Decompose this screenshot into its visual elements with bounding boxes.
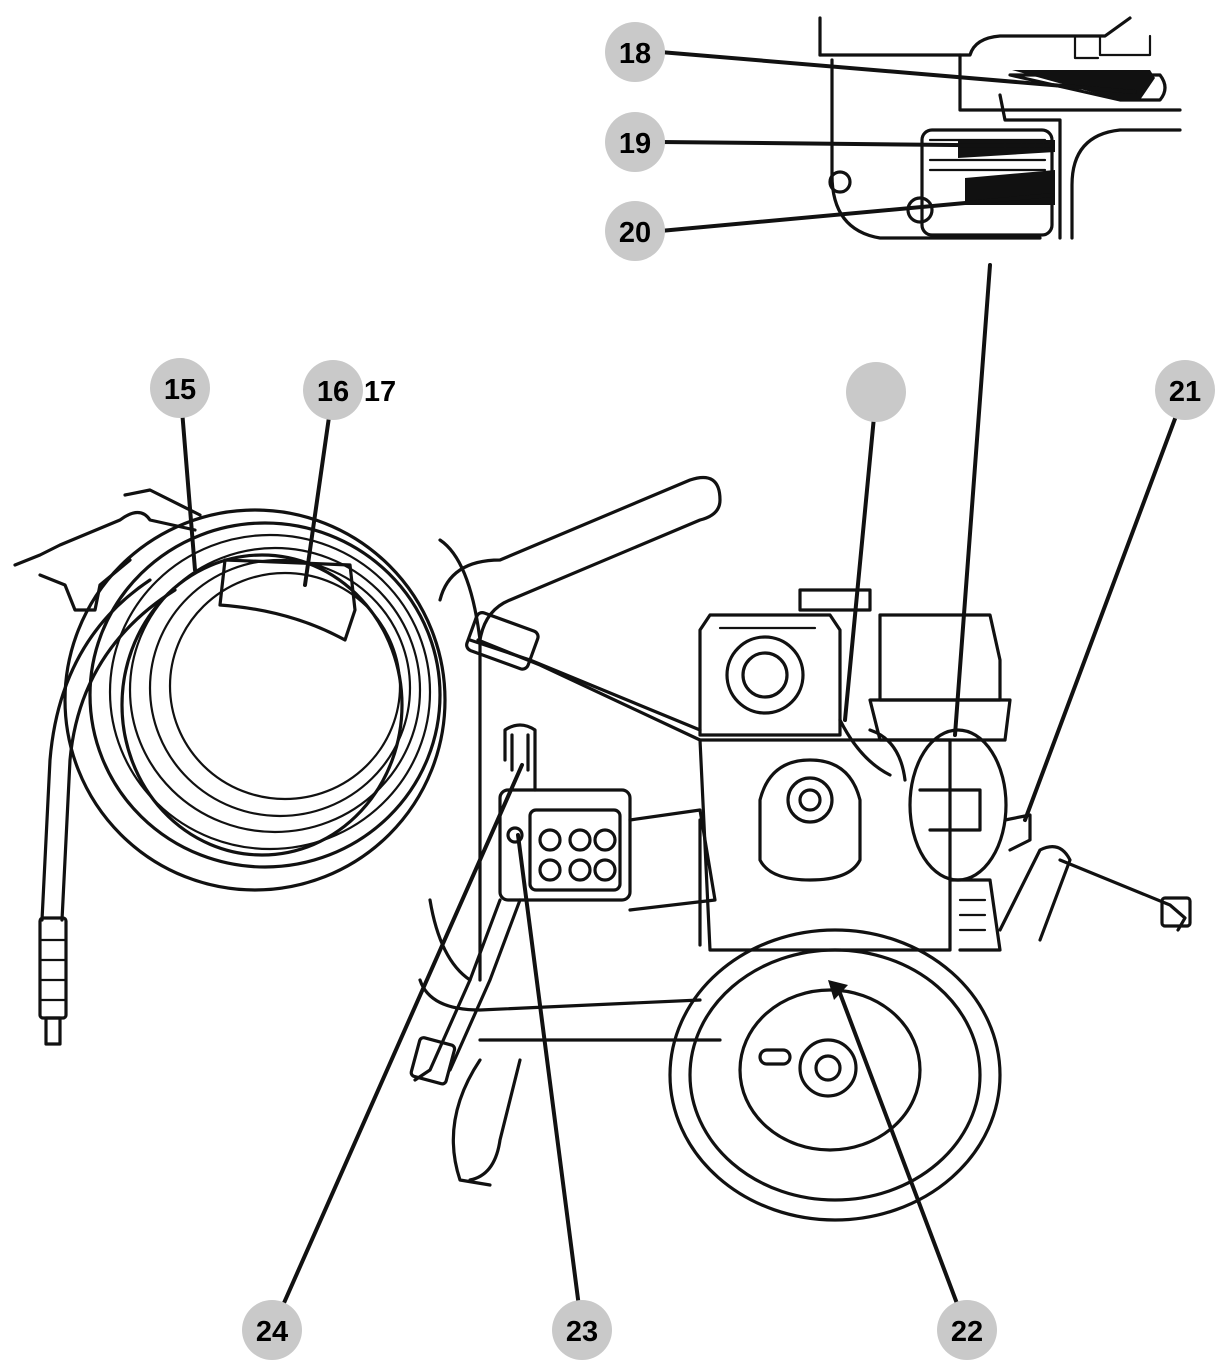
callout-24: 24	[242, 1300, 302, 1360]
callout-24-label: 24	[256, 1316, 288, 1348]
callout-blank	[846, 362, 906, 422]
callout-17: 17	[364, 376, 396, 408]
frame	[409, 475, 1192, 1187]
callout-20: 20	[605, 201, 665, 261]
inset-detail-view	[818, 16, 1182, 240]
callout-18: 18	[605, 22, 665, 82]
callout-17-label: 17	[364, 376, 396, 408]
callout-23-label: 23	[566, 1316, 598, 1348]
callout-20-label: 20	[619, 217, 651, 249]
callouts: 18 19 20 15 16 17 21 2	[150, 22, 1215, 1360]
callout-23: 23	[552, 1300, 612, 1360]
callout-18-label: 18	[619, 38, 651, 70]
callout-15: 15	[150, 358, 210, 418]
wheel	[668, 928, 1002, 1222]
callout-19: 19	[605, 112, 665, 172]
callout-21-label: 21	[1169, 376, 1201, 408]
callout-16: 16	[303, 360, 363, 420]
callout-16-label: 16	[317, 376, 349, 408]
hose-reel	[13, 488, 482, 1046]
callout-22-label: 22	[951, 1316, 983, 1348]
callout-19-label: 19	[619, 128, 651, 160]
pump	[498, 723, 717, 947]
callout-15-label: 15	[164, 374, 196, 406]
leader-lines	[180, 50, 1187, 1332]
callout-22: 22	[937, 1300, 997, 1360]
engine	[698, 588, 1032, 952]
callout-21: 21	[1155, 360, 1215, 420]
